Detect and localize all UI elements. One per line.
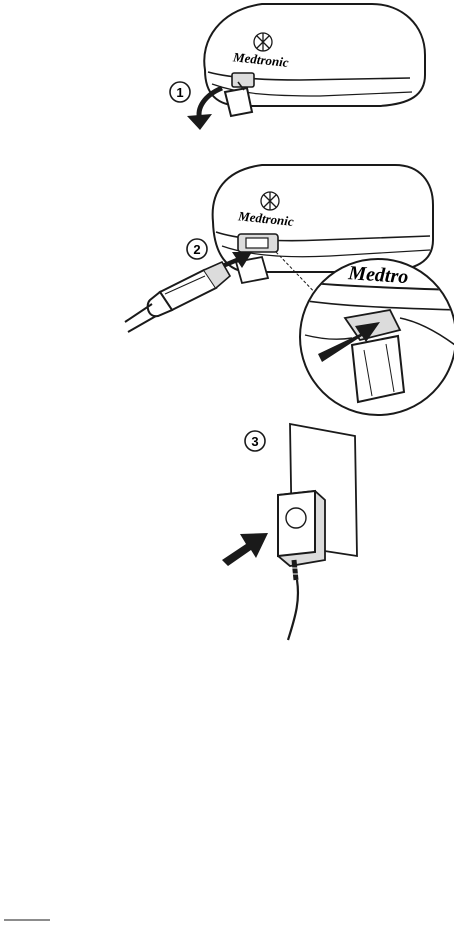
step-2-badge: 2 xyxy=(187,239,207,259)
step-2-number: 2 xyxy=(193,242,200,257)
power-adapter xyxy=(278,491,325,640)
step-3-badge: 3 xyxy=(245,431,265,451)
step-1-illustration: Medtronic 1 xyxy=(170,4,425,130)
step-2-illustration: Medtronic 2 Med xyxy=(125,165,454,415)
step-3-number: 3 xyxy=(251,434,258,449)
usb-cable xyxy=(125,262,230,332)
plug-in-arrow xyxy=(222,533,268,566)
power-cord xyxy=(288,580,298,640)
zoom-detail: Medtro xyxy=(300,259,454,415)
step-1-number: 1 xyxy=(176,85,183,100)
port-cover-flap xyxy=(225,88,252,116)
step-1-badge: 1 xyxy=(170,82,190,102)
zoom-logo-text: Medtro xyxy=(347,262,409,288)
step-3-illustration: 3 xyxy=(222,424,357,640)
